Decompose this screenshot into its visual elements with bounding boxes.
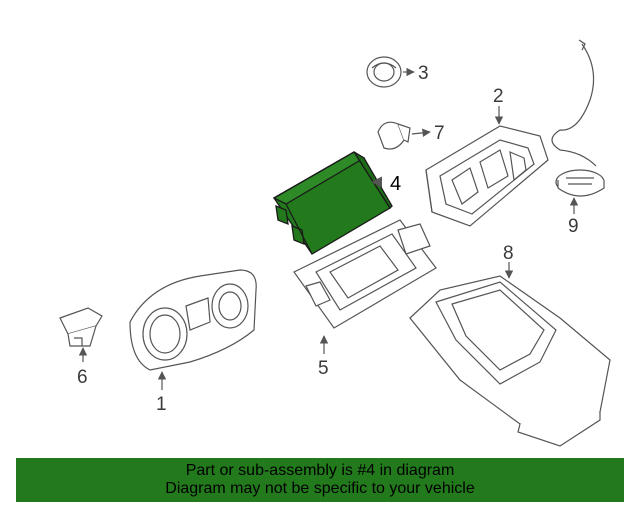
part-8-console [409,262,611,447]
callout-9: 9 [568,216,579,237]
callout-8: 8 [503,243,514,264]
part-2-bezel [425,106,549,227]
part-9-sensor-cable [551,39,605,214]
part-1-instrument-cluster [129,269,257,390]
callout-5: 5 [318,358,329,379]
part-7-bracket [377,121,431,150]
callout-1: 1 [156,394,167,415]
part-5-display-panel [293,219,437,354]
callout-6: 6 [77,367,88,388]
part-4-module-highlighted [272,151,393,255]
callout-7: 7 [434,123,445,144]
info-banner: Part or sub-assembly is #4 in diagram Di… [16,458,624,502]
callout-2: 2 [493,86,504,107]
banner-line-2: Diagram may not be specific to your vehi… [165,480,475,497]
part-3-round-switch [366,56,415,88]
callout-4: 4 [390,173,401,195]
part-6-push-switch [59,307,103,362]
banner-line-1: Part or sub-assembly is #4 in diagram [185,462,455,479]
callout-3: 3 [418,63,429,84]
